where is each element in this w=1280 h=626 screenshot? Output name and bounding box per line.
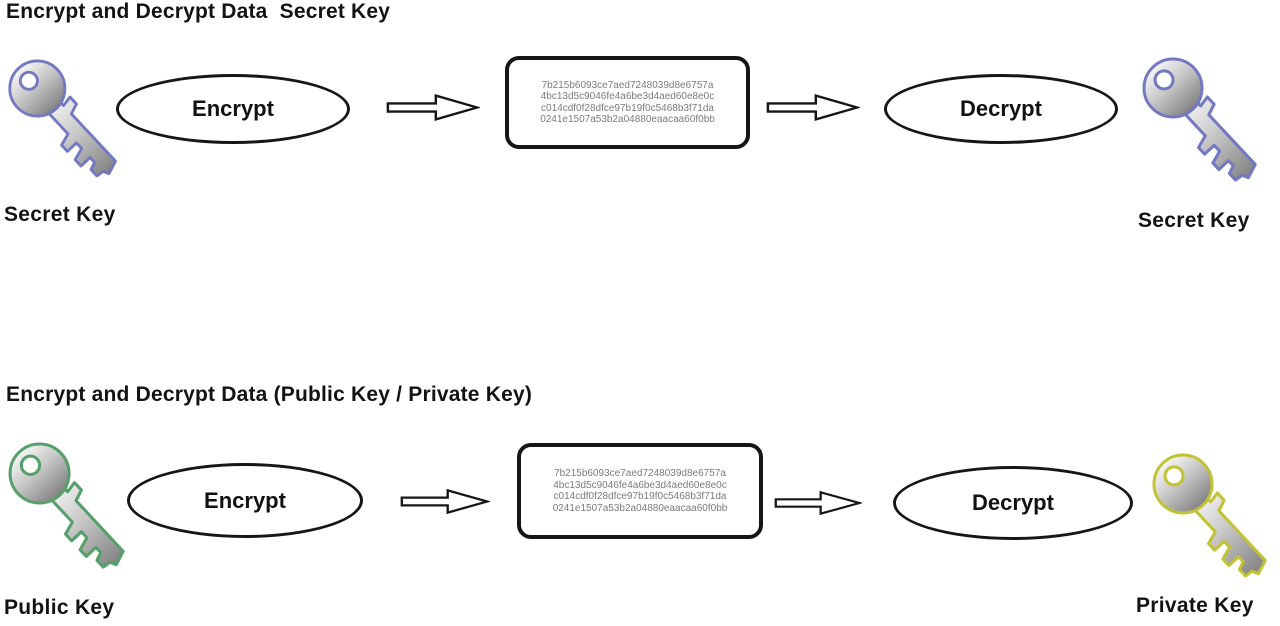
ciphertext-box-1: 7b215b6093ce7aed7248039d8e6757a 4bc13d5c… bbox=[505, 56, 750, 149]
decrypt-label-1: Decrypt bbox=[960, 96, 1042, 121]
ciphertext-line: 4bc13d5c9046fe4a6be3d4aed60e8e0c bbox=[553, 479, 727, 491]
secret-key-right-label: Secret Key bbox=[1138, 209, 1250, 232]
decrypt-node-2: Decrypt bbox=[893, 466, 1133, 540]
ciphertext-line: 0241e1507a53b2a04880eaacaa60f0bb bbox=[540, 114, 715, 125]
encrypt-node-1: Encrypt bbox=[116, 74, 350, 144]
secret-key-left-label: Secret Key bbox=[4, 203, 116, 226]
encrypt-label-1: Encrypt bbox=[192, 96, 274, 121]
section-1-title: Encrypt and Decrypt Data Secret Key bbox=[6, 0, 391, 23]
ciphertext-2: 7b215b6093ce7aed7248039d8e6757a 4bc13d5c… bbox=[553, 468, 728, 514]
flow-arrow-icon bbox=[400, 487, 490, 516]
public-key-label: Public Key bbox=[4, 596, 115, 619]
ciphertext-line: c014cdf0f28dfce97b19f0c5468b3f71da bbox=[541, 102, 714, 114]
secret-key-left-icon bbox=[6, 42, 120, 192]
ciphertext-line: c014cdf0f28dfce97b19f0c5468b3f71da bbox=[553, 491, 727, 502]
secret-key-right-icon bbox=[1140, 46, 1260, 190]
private-key-label: Private Key bbox=[1136, 594, 1254, 617]
flow-arrow-icon bbox=[766, 92, 860, 123]
flow-arrow-icon bbox=[386, 92, 480, 123]
section-2-title: Encrypt and Decrypt Data (Public Key / P… bbox=[6, 383, 533, 406]
ciphertext-1: 7b215b6093ce7aed7248039d8e6757a 4bc13d5c… bbox=[540, 80, 715, 126]
decrypt-label-2: Decrypt bbox=[972, 490, 1054, 515]
public-key-icon bbox=[6, 424, 128, 584]
ciphertext-box-2: 7b215b6093ce7aed7248039d8e6757a 4bc13d5c… bbox=[517, 443, 763, 539]
ciphertext-line: 0241e1507a53b2a04880eaacaa60f0bb bbox=[552, 502, 728, 514]
private-key-icon bbox=[1150, 438, 1270, 590]
ciphertext-line: 4bc13d5c9046fe4a6be3d4aed60e8e0c bbox=[540, 91, 715, 102]
decrypt-node-1: Decrypt bbox=[884, 74, 1118, 144]
ciphertext-line: 7b215b6093ce7aed7248039d8e6757a bbox=[541, 79, 714, 91]
flow-arrow-icon bbox=[774, 489, 862, 517]
ciphertext-line: 7b215b6093ce7aed7248039d8e6757a bbox=[554, 468, 726, 479]
encrypt-node-2: Encrypt bbox=[127, 463, 363, 538]
encrypt-label-2: Encrypt bbox=[204, 487, 286, 513]
